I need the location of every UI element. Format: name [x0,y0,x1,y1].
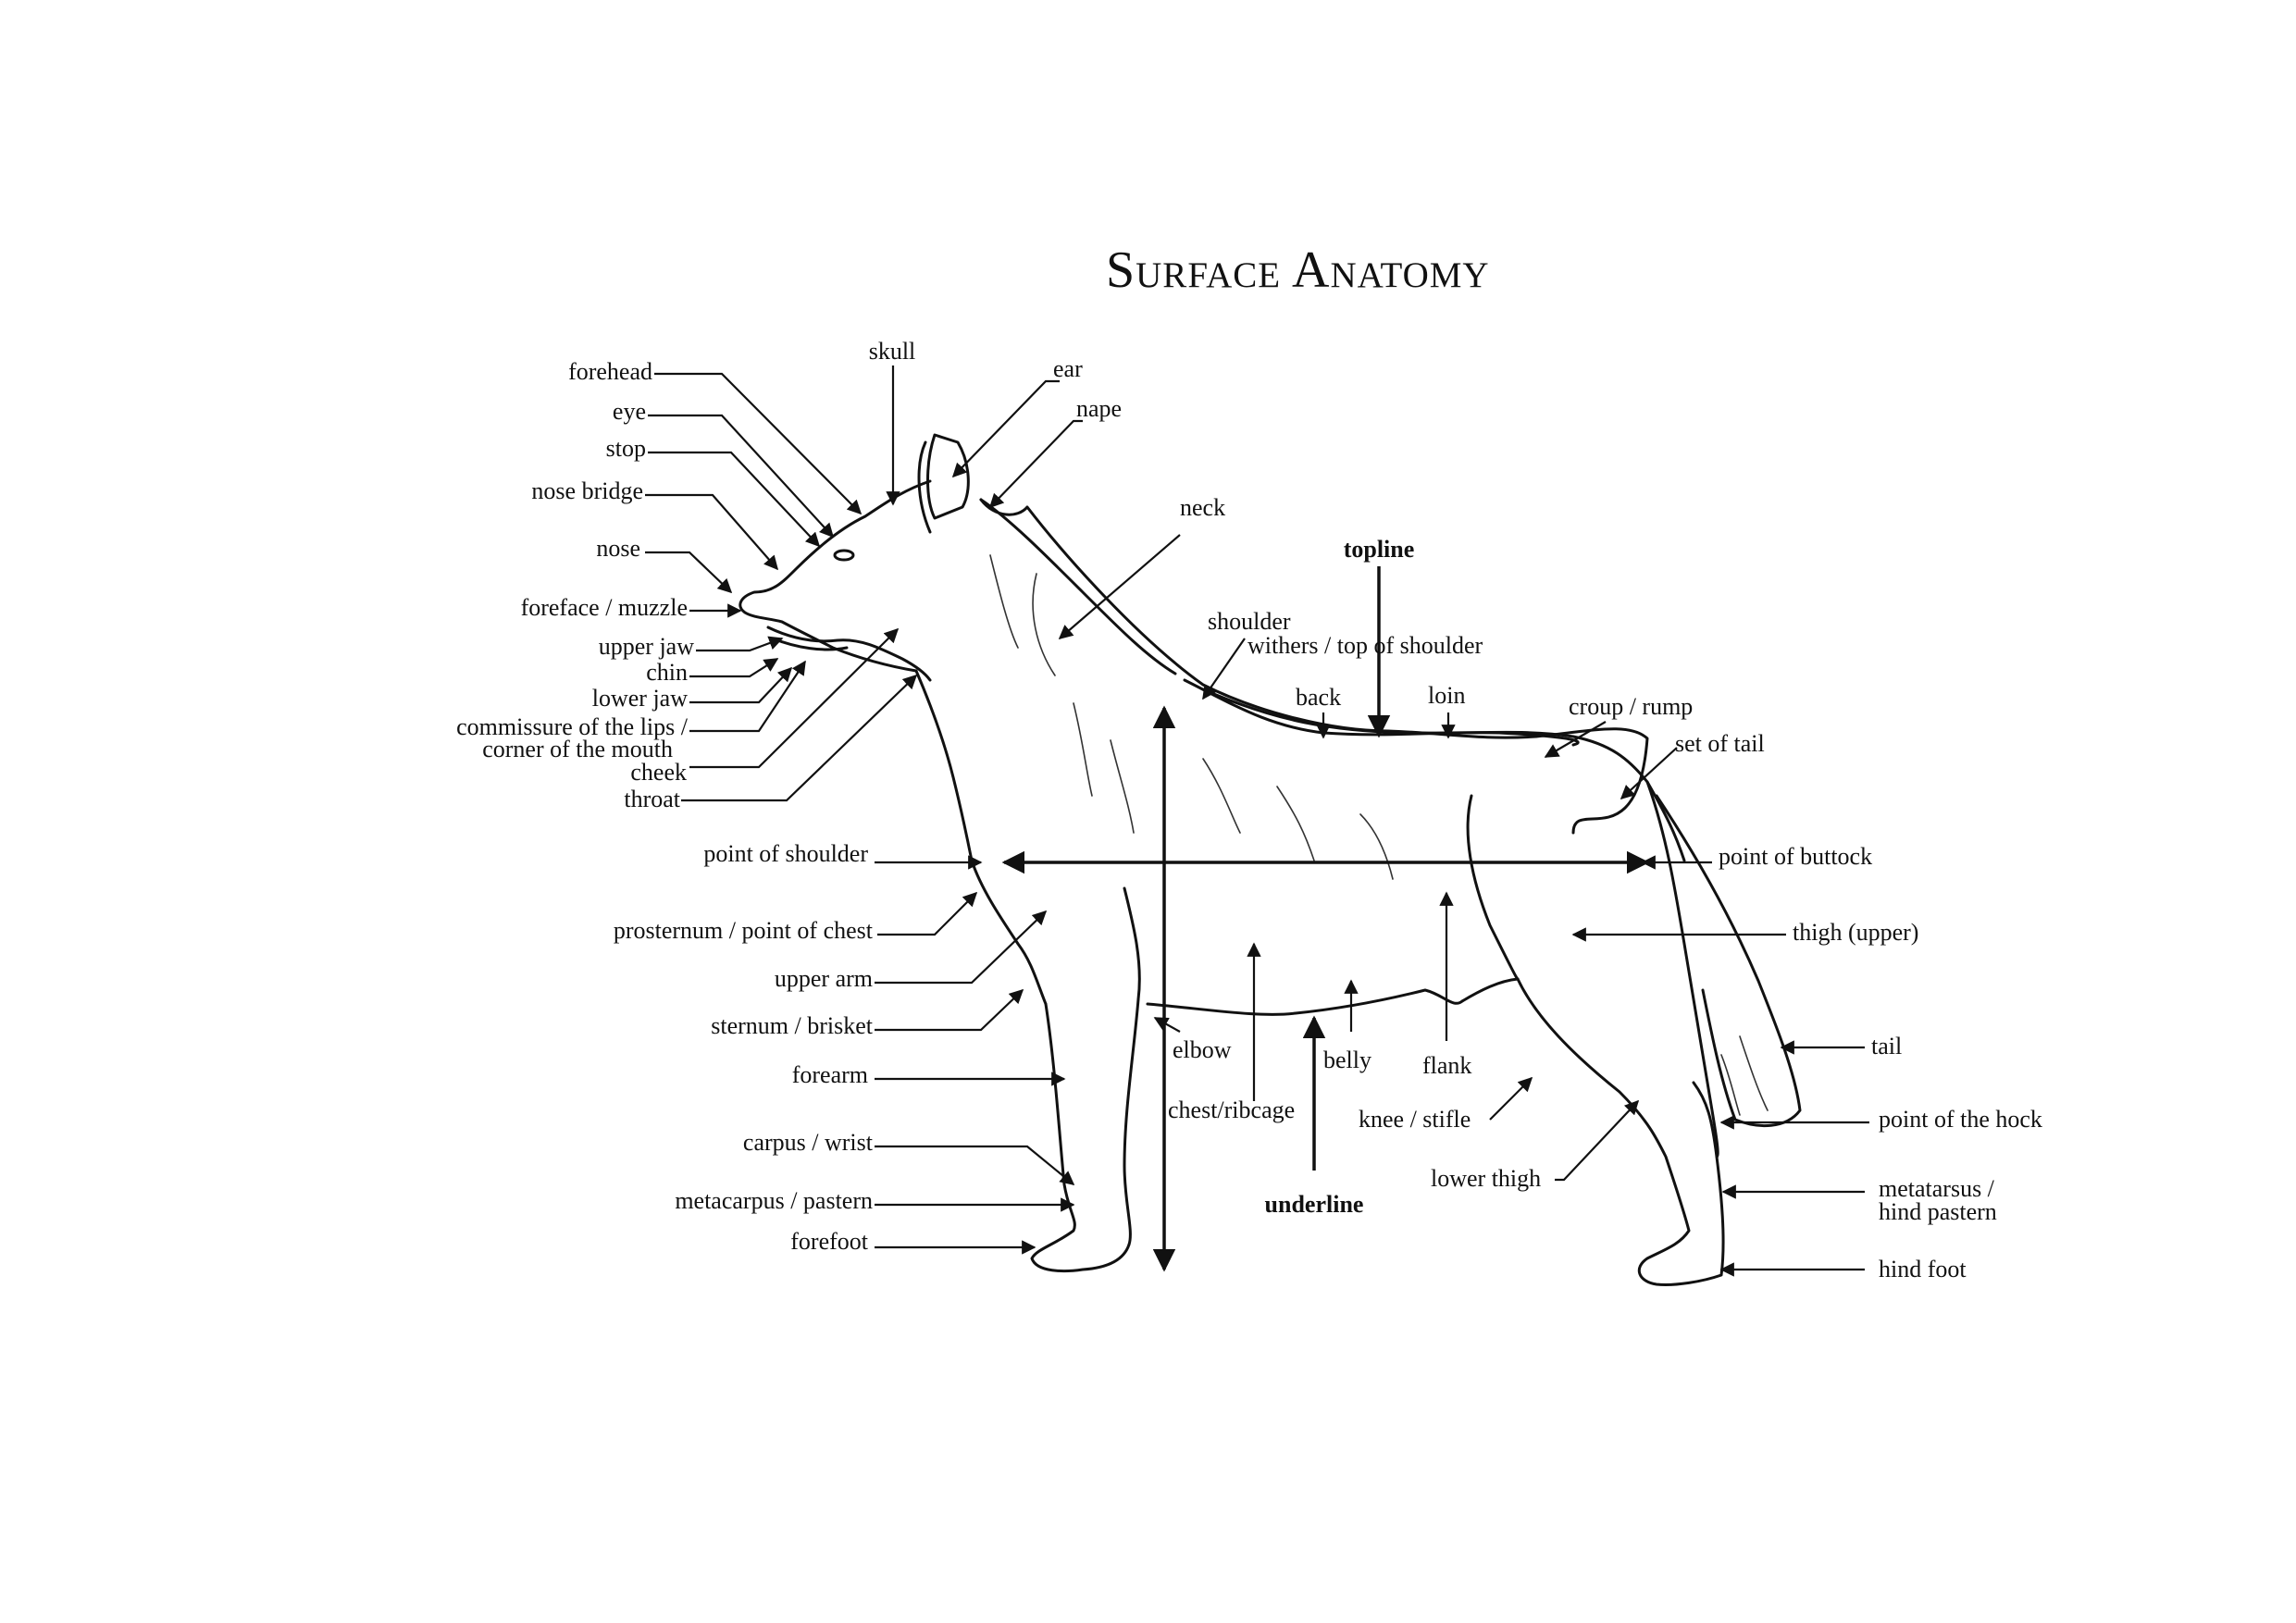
label-thigh-upper: thigh (upper) [1793,919,1918,946]
dog-elbow [1123,886,1141,1001]
label-knee: knee / stifle [1359,1106,1471,1133]
label-belly: belly [1323,1047,1371,1073]
dog-foreleg-back [1123,997,1140,1246]
label-skull: skull [869,338,916,365]
dog-flank [1460,977,1520,1003]
label-tail: tail [1871,1033,1902,1059]
page-title: Surface Anatomy [1106,242,1490,299]
label-neck: neck [1180,494,1225,521]
dog-jaw [766,626,932,682]
label-ear: ear [1053,355,1083,382]
label-commissure-2: corner of the mouth [482,736,673,762]
label-metatarsus-1: metatarsus / [1879,1175,1995,1202]
labels: forehead skull ear eye nape stop nose br… [456,338,2042,1282]
dog-belly [1146,988,1464,1016]
label-point-of-shoulder: point of shoulder [703,840,868,867]
label-loin: loin [1428,682,1465,709]
label-underline: underline [1265,1191,1364,1218]
label-withers: withers / top of shoulder [1247,632,1483,659]
label-nape: nape [1076,395,1122,422]
label-metatarsus-2: hind pastern [1879,1198,1997,1225]
label-hind-foot: hind foot [1879,1256,1967,1282]
dog-tail [1655,794,1802,1128]
label-prosternum: prosternum / point of chest [614,917,874,944]
label-upper-jaw: upper jaw [599,633,694,660]
label-lower-thigh: lower thigh [1431,1165,1541,1192]
dog-body-outline [979,498,1649,835]
label-topline: topline [1344,536,1415,563]
label-flank: flank [1422,1052,1471,1079]
label-forefoot: forefoot [790,1228,869,1255]
label-point-of-buttock: point of buttock [1719,843,1872,870]
label-chest: chest/ribcage [1168,1096,1295,1123]
dog-skull [738,479,932,673]
label-shoulder: shoulder [1208,608,1291,635]
dog-hindleg [1516,977,1725,1286]
leader-lines [645,365,1869,1277]
dog-rear [1645,780,1719,1158]
dog-ear-left [917,440,932,534]
label-nose: nose [596,535,640,562]
label-point-of-hock: point of the hock [1879,1106,2042,1133]
dog-neck-back [979,498,1177,675]
label-carpus: carpus / wrist [743,1129,874,1156]
label-forehead: forehead [568,358,652,385]
dog-throat [914,669,974,862]
dog-chest [970,859,1048,1006]
label-cheek: cheek [630,759,687,786]
label-elbow: elbow [1173,1036,1232,1063]
label-commissure-1: commissure of the lips / [456,713,689,740]
label-sternum: sternum / brisket [711,1012,874,1039]
dog-eye [833,549,855,562]
label-back: back [1296,684,1341,711]
label-set-of-tail: set of tail [1675,730,1765,757]
dog-topline [1183,678,1580,747]
label-forearm: forearm [792,1061,868,1088]
label-stop: stop [606,435,646,462]
dog-thigh [1466,794,1520,981]
dog-foreleg-front [1030,1002,1131,1273]
label-nose-bridge: nose bridge [531,477,643,504]
label-foreface: foreface / muzzle [521,594,688,621]
dog-illustration [738,433,1802,1286]
dog-back-line [1201,688,1686,862]
dog-head [926,433,970,520]
label-upper-arm: upper arm [775,965,873,992]
label-chin: chin [646,659,688,686]
label-throat: throat [624,786,680,812]
label-metacarpus: metacarpus / pastern [675,1187,873,1214]
label-eye: eye [613,398,646,425]
label-lower-jaw: lower jaw [592,685,688,712]
label-croup: croup / rump [1569,693,1693,720]
